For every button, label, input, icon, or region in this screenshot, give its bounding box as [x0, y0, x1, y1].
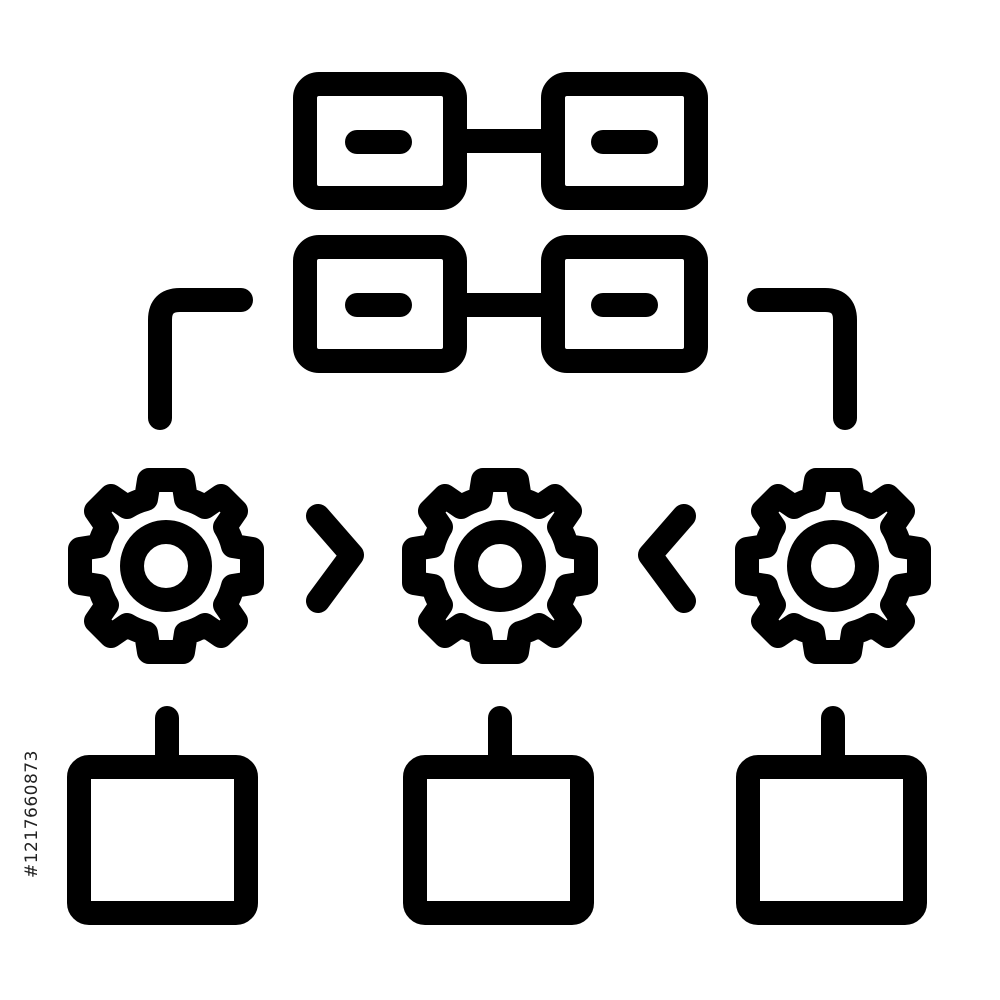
gear-icon-center [414, 480, 586, 652]
left-connector [148, 288, 253, 430]
gear-icon-left [80, 480, 252, 652]
gear-icon-right [747, 480, 919, 652]
square-node-left [67, 755, 258, 925]
right-connector [747, 288, 857, 430]
square-node-right [736, 755, 927, 925]
chevron-left-icon [638, 504, 696, 613]
square-node-center [403, 755, 594, 925]
server-rack-top [293, 72, 708, 210]
chevron-right-icon [306, 504, 364, 613]
stock-id-label: #1217660873 [22, 750, 42, 878]
server-rack-bottom [293, 235, 708, 373]
